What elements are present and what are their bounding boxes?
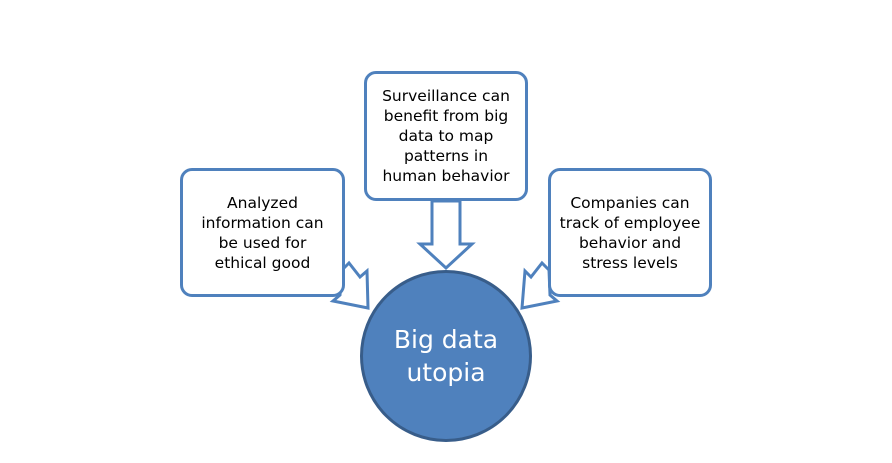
left-box-text: Analyzed information can be used for eth…	[201, 193, 324, 272]
right-box: Companies can track of employee behavior…	[548, 168, 712, 297]
top-box: Surveillance can benefit from big data t…	[364, 71, 528, 201]
arrow-down	[416, 199, 476, 271]
center-circle-text: Big data utopia	[393, 325, 499, 387]
top-box-text: Surveillance can benefit from big data t…	[382, 87, 510, 185]
left-box: Analyzed information can be used for eth…	[180, 168, 345, 297]
center-circle: Big data utopia	[360, 270, 532, 442]
right-box-text: Companies can track of employee behavior…	[559, 193, 701, 272]
